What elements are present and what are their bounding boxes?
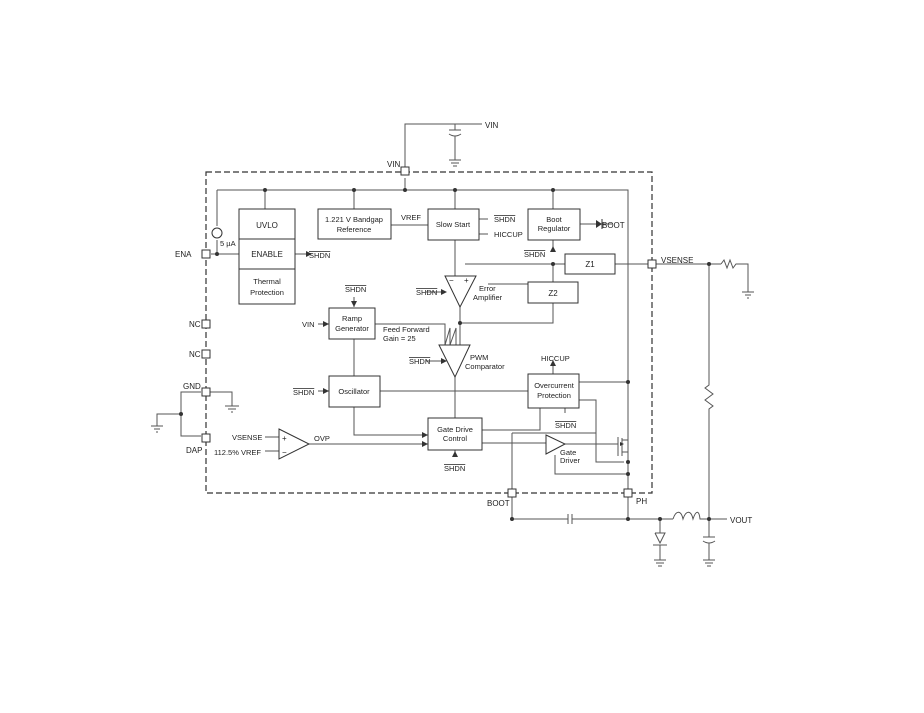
enable-block: ENABLE [238,238,296,270]
current-source-symbol [211,227,223,239]
slow-start-block: Slow Start [427,208,480,241]
boot-ext-label: BOOT [602,221,625,230]
pin-gnd-box [201,387,211,397]
vsense-pin-label: VSENSE [661,256,693,265]
ramp-label-2: Generator [335,324,369,333]
error-amp-label-2: Amplifier [473,293,503,302]
nc2-pin-label: NC [189,350,201,359]
hiccup-out-label: HICCUP [541,354,570,363]
z1-block: Z1 [564,253,616,275]
gate-driver-symbol [545,434,567,455]
enable-label: ENABLE [251,250,283,259]
pin-dap-box [201,433,211,443]
vsense-in-label: VSENSE [232,433,262,442]
overcurrent-label-1: Overcurrent [534,381,575,390]
oscillator-label: Oscillator [338,387,370,396]
ramp-generator-block: Ramp Generator [328,307,376,340]
error-amp-plus: + [464,276,469,285]
pin-nc1-box [201,319,211,329]
oscillator-block: Oscillator [328,375,381,408]
vref-label: VREF [401,213,421,222]
ena-pin-label: ENA [175,250,192,259]
z2-block: Z2 [527,281,579,304]
thermal-label-2: Protection [250,288,284,297]
feed-forward-label-1: Feed Forward [383,325,430,334]
pwm-comp-label-2: Comparator [465,362,505,371]
gdc-label-2: Control [443,434,468,443]
current-source-label: 5 µA [220,239,236,248]
boot-regulator-block: Boot Regulator [527,208,581,241]
pwm-comp-label-1: PWM [470,353,488,362]
ramp-label-1: Ramp [342,314,362,323]
ovp-plus: + [282,434,287,443]
pin-vin-box [400,166,410,176]
uvlo-block: UVLO [238,208,296,240]
vin-ramp-label: VIN [302,320,315,329]
boot-pin-label: BOOT [487,499,510,508]
junction-dots [179,188,711,521]
shdn-slow-start-label: SHDN [494,215,515,224]
boot-reg-label-1: Boot [546,215,562,224]
gnd-pin-label: GND [183,382,201,391]
pin-ph-box [623,488,633,498]
shdn-boot-reg-label: SHDN [524,250,545,259]
ic-boundary [205,171,653,494]
thermal-protection-block: Thermal Protection [238,268,296,305]
gate-driver-label-1: Gate [560,448,576,457]
shdn-oscillator-label: SHDN [293,388,314,397]
bandgap-reference-block: 1.221 V Bandgap Reference [317,208,392,240]
z2-label: Z2 [548,289,558,298]
pin-nc2-box [201,349,211,359]
dap-pin-label: DAP [186,446,202,455]
pin-labels: VIN VIN ENA NC NC GND DAP BOOT PH VSENSE… [175,121,752,525]
z1-label: Z1 [585,260,595,269]
pin-boot-box [507,488,517,498]
vref-1125-label: 112.5% VREF [214,448,261,457]
ovp-minus: − [282,448,287,457]
pins [201,166,657,498]
hiccup-in-label: HICCUP [494,230,523,239]
shdn-gate-drive-label: SHDN [444,464,465,473]
shdn-error-amp-label: SHDN [416,288,437,297]
error-amplifier-symbol [444,275,477,309]
bandgap-label-1: 1.221 V Bandgap [325,215,383,224]
slow-start-label: Slow Start [436,220,471,229]
signal-labels: VREF SHDN SHDN HICCUP SHDN SHDN Error Am… [214,213,581,473]
gdc-label-1: Gate Drive [437,425,473,434]
nc1-pin-label: NC [189,320,201,329]
gate-drive-control-block: Gate Drive Control [427,417,483,451]
error-amp-label-1: Error [479,284,496,293]
vout-label: VOUT [730,516,752,525]
shdn-pwm-label: SHDN [409,357,430,366]
uvlo-label: UVLO [256,221,278,230]
ph-pin-label: PH [636,497,647,506]
feed-forward-label-2: Gain = 25 [383,334,416,343]
ovp-label: OVP [314,434,330,443]
boot-reg-label-2: Regulator [538,224,571,233]
error-amp-minus: − [449,276,454,285]
pwm-comparator-symbol [438,344,471,379]
ovp-comparator-symbol [278,428,311,460]
pin-vsense-box [647,259,657,269]
pin-ena-box [201,249,211,259]
shdn-enable-label: SHDN [309,251,330,260]
thermal-label-1: Thermal [253,277,281,286]
vin-top-label: VIN [485,121,499,130]
gate-driver-label-2: Driver [560,456,581,465]
overcurrent-label-2: Protection [537,391,571,400]
bandgap-label-2: Reference [337,225,372,234]
overcurrent-protection-block: Overcurrent Protection [527,373,580,409]
vin-pin-label: VIN [387,160,401,169]
shdn-overcurrent-label: SHDN [555,421,576,430]
shdn-ramp-label: SHDN [345,285,366,294]
